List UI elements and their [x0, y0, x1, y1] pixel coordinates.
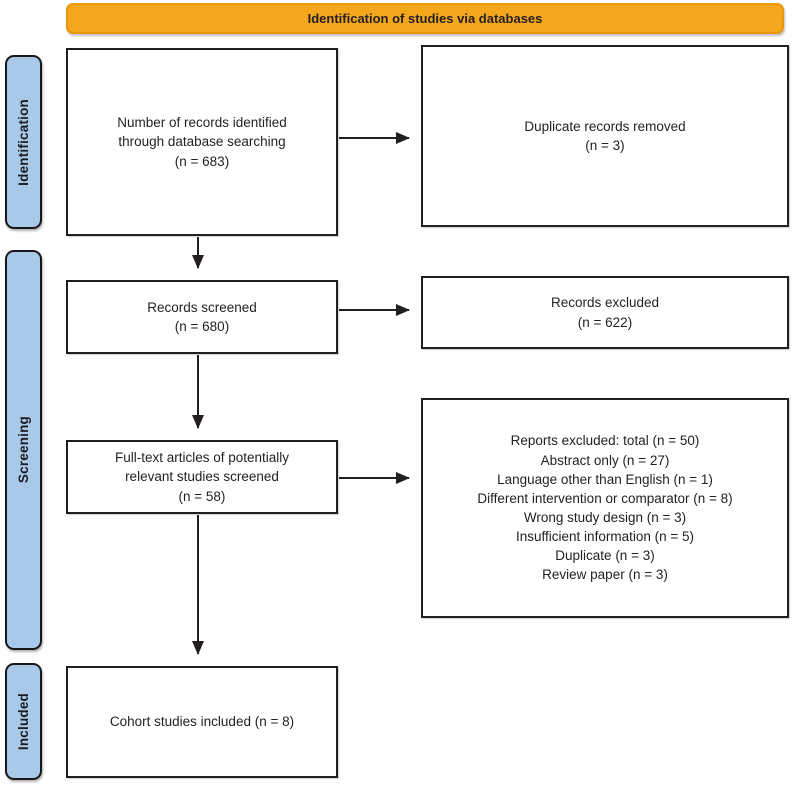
stage-label-included: Included: [16, 692, 31, 751]
reports-excluded-line: Review paper (n = 3): [542, 567, 668, 583]
stage-bar-identification: Identification: [5, 55, 42, 229]
reports-excluded-line: Different intervention or comparator (n …: [477, 490, 733, 506]
reports-excluded-line: Reports excluded: total (n = 50): [510, 433, 700, 449]
box-cohort-studies-included-text: Cohort studies included (n = 8): [109, 714, 295, 730]
box-records-screened-text: Records screened (n = 680): [147, 299, 257, 334]
reports-excluded-line: Duplicate (n = 3): [555, 548, 655, 564]
reports-excluded-line: Abstract only (n = 27): [540, 452, 670, 468]
reports-excluded-line: Insufficient information (n = 5): [516, 529, 694, 545]
banner-identification-via-databases: Identification of studies via databases: [66, 3, 784, 34]
box-cohort-studies-included: Cohort studies included (n = 8): [66, 666, 338, 778]
stage-bar-included: Included: [5, 663, 42, 780]
box-duplicate-records-removed: Duplicate records removed (n = 3): [421, 45, 789, 227]
box-fulltext-screened-text: Full-text articles of potentially releva…: [114, 450, 290, 504]
box-duplicate-records-removed-text: Duplicate records removed (n = 3): [524, 118, 686, 153]
box-records-excluded-text: Records excluded (n = 622): [550, 295, 660, 330]
box-records-identified-text: Number of records identified through dat…: [117, 115, 287, 169]
stage-bar-screening: Screening: [5, 250, 42, 650]
box-records-excluded: Records excluded (n = 622): [421, 276, 789, 349]
box-records-identified: Number of records identified through dat…: [66, 48, 338, 236]
stage-label-identification: Identification: [16, 98, 31, 186]
banner-label: Identification of studies via databases: [307, 11, 543, 26]
reports-excluded-line: Language other than English (n = 1): [497, 471, 713, 487]
box-records-screened: Records screened (n = 680): [66, 280, 338, 354]
reports-excluded-line: Wrong study design (n = 3): [523, 510, 687, 525]
box-reports-excluded: Reports excluded: total (n = 50) Abstrac…: [421, 398, 789, 618]
box-reports-excluded-text: Reports excluded: total (n = 50) Abstrac…: [467, 427, 742, 588]
box-fulltext-screened: Full-text articles of potentially releva…: [66, 440, 338, 514]
stage-label-screening: Screening: [16, 416, 31, 484]
